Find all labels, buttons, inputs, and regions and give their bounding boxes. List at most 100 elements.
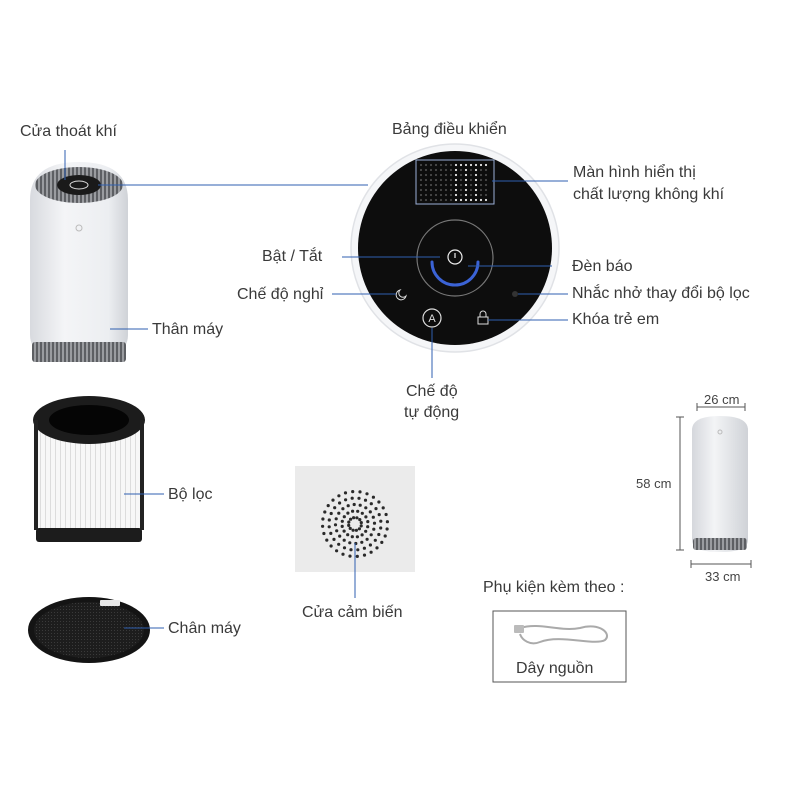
leader-lines <box>64 150 568 629</box>
sensor-hole <box>342 529 346 533</box>
sensor-hole <box>325 538 329 542</box>
display-dot <box>469 198 473 202</box>
display-dot <box>429 173 433 177</box>
display-dot <box>464 173 468 177</box>
sensor-hole <box>341 507 345 511</box>
sensor-hole <box>329 531 333 536</box>
display-dot <box>464 188 468 192</box>
display-dot <box>434 178 438 182</box>
base-image <box>28 597 150 663</box>
display-dot <box>479 193 483 197</box>
sensor-hole <box>349 517 353 521</box>
sensor-hole <box>356 548 360 552</box>
sensor-hole <box>360 540 364 544</box>
sensor-hole <box>368 543 372 547</box>
display-dot <box>449 183 453 187</box>
display-dot <box>439 183 443 187</box>
sensor-hole <box>323 510 327 514</box>
filter-image <box>33 396 145 542</box>
sensor-hole <box>335 549 339 553</box>
sensor-hole <box>357 496 361 500</box>
sensor-hole <box>369 550 373 554</box>
display-dot <box>474 173 478 177</box>
sensor-hole <box>379 519 383 523</box>
display-dot <box>484 183 488 187</box>
sensor-hole <box>364 506 368 510</box>
display-dot <box>454 173 458 177</box>
sensor-hole <box>342 546 347 550</box>
sensor-hole <box>355 516 359 520</box>
display-dot <box>434 198 438 202</box>
display-dot <box>454 193 458 197</box>
dimension-width-bottom: 33 cm <box>705 569 741 584</box>
display-dot <box>469 168 473 172</box>
display-dot <box>479 188 483 192</box>
sensor-hole <box>355 554 359 559</box>
display-dot <box>439 198 443 202</box>
sensor-hole <box>365 492 369 496</box>
display-dot <box>474 188 478 192</box>
display-dot <box>464 183 468 187</box>
purifier-main-image <box>30 162 128 362</box>
display-dot <box>434 163 438 167</box>
dimension-purifier-image <box>692 416 748 552</box>
label-sensor: Cửa cảm biến <box>302 604 403 621</box>
display-dot <box>459 188 463 192</box>
sensor-hole <box>341 552 345 556</box>
display-dot <box>469 188 473 192</box>
label-filter: Bộ lọc <box>168 486 213 503</box>
label-filter-reminder: Nhắc nhở thay đổi bộ lọc <box>572 285 750 302</box>
sensor-hole <box>342 515 346 519</box>
display-dot <box>419 198 423 202</box>
sensor-hole <box>329 511 333 516</box>
sensor-hole <box>357 527 361 531</box>
display-dot <box>459 168 463 172</box>
sensor-hole <box>355 535 359 539</box>
display-dot <box>429 163 433 167</box>
sensor-hole <box>343 491 348 495</box>
display-dot <box>429 168 433 172</box>
sensor-hole <box>380 540 384 545</box>
dimension-width-top: 26 cm <box>704 392 740 407</box>
sensor-hole <box>359 524 363 528</box>
display-dot <box>459 163 463 167</box>
display-dot <box>429 193 433 197</box>
sensor-hole <box>347 520 351 524</box>
label-indicator: Đèn báo <box>572 258 633 275</box>
display-dot <box>429 188 433 192</box>
display-dot <box>469 163 473 167</box>
sensor-hole <box>377 513 381 517</box>
display-dot <box>449 198 453 202</box>
sensor-hole <box>346 504 350 508</box>
display-dot <box>464 193 468 197</box>
display-dot <box>439 178 443 182</box>
sensor-hole <box>333 506 337 510</box>
sensor-hole <box>369 502 373 506</box>
display-dot <box>484 188 488 192</box>
sensor-hole <box>321 517 325 521</box>
sensor-hole <box>356 509 360 513</box>
sensor-hole <box>351 490 355 494</box>
display-dot <box>464 198 468 202</box>
display-dot <box>439 188 443 192</box>
display-dot <box>439 173 443 177</box>
sensor-hole <box>366 520 370 524</box>
display-dot <box>454 163 458 167</box>
sensor-hole <box>346 533 350 537</box>
sensor-hole <box>347 523 351 528</box>
display-dot <box>449 178 453 182</box>
sensor-hole <box>350 535 354 539</box>
sensor-hole <box>340 519 344 523</box>
sensor-hole <box>371 495 375 499</box>
display-dot <box>449 193 453 197</box>
display-dot <box>434 168 438 172</box>
sensor-hole <box>362 553 367 557</box>
display-dot <box>439 163 443 167</box>
sensor-hole <box>329 544 333 548</box>
sensor-hole <box>381 506 385 510</box>
display-dot <box>424 183 428 187</box>
display-dot <box>479 173 483 177</box>
display-dot <box>419 193 423 197</box>
display-dot <box>474 198 478 202</box>
label-sleep: Chế độ nghỉ <box>237 286 324 303</box>
